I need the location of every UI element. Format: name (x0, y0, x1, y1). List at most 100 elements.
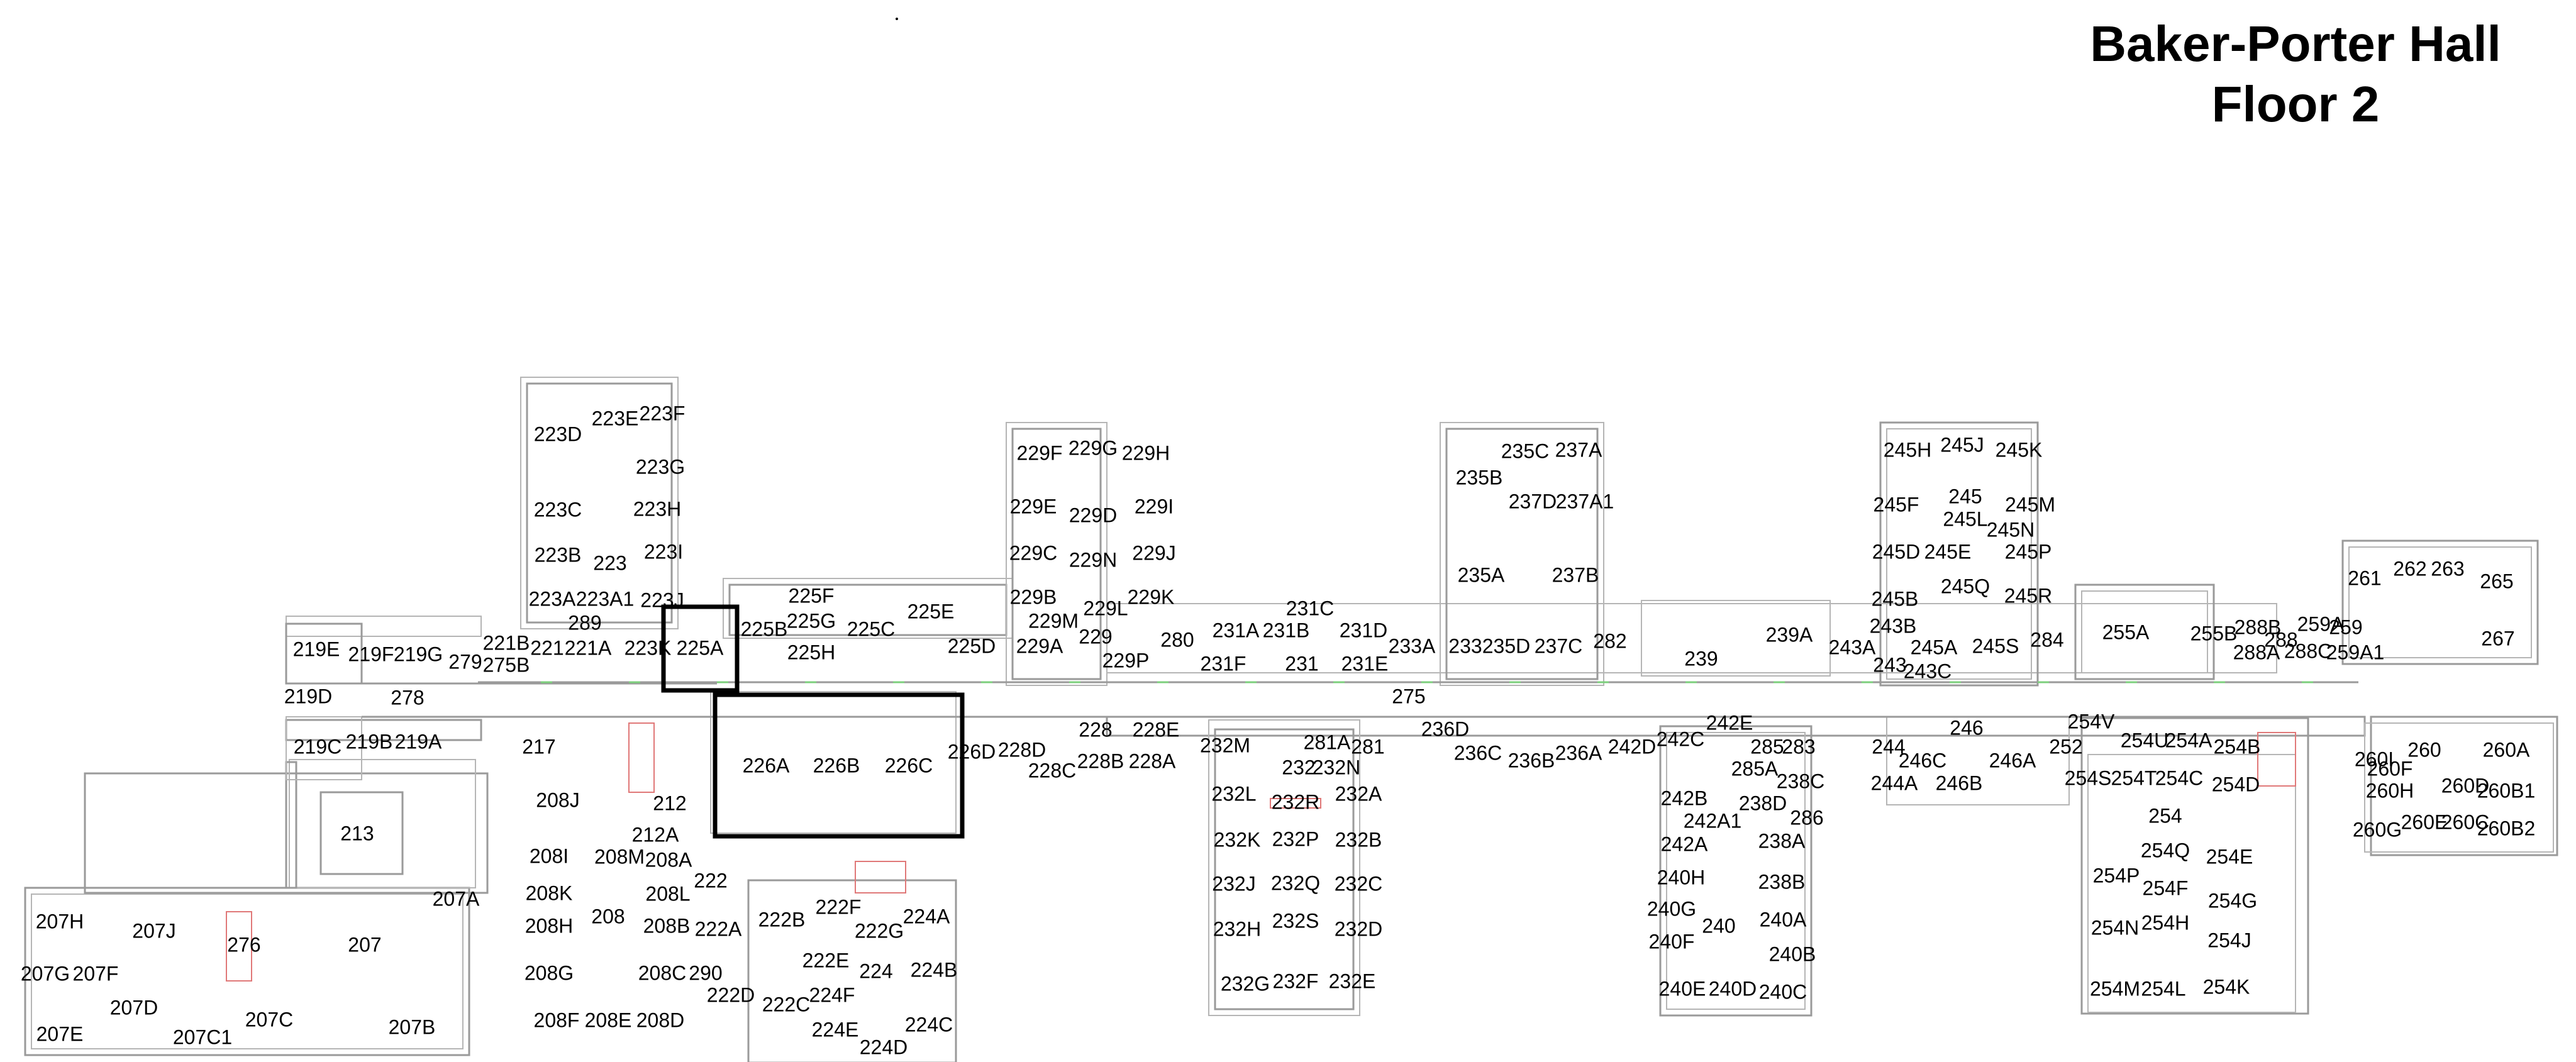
room-label[interactable]: 208I (530, 844, 569, 867)
room-label[interactable]: 254A (2165, 729, 2212, 751)
room-label[interactable]: 260 (2407, 738, 2441, 761)
room-label[interactable]: 207J (132, 919, 175, 942)
room-label[interactable]: 254D (2212, 773, 2260, 795)
room-label[interactable]: 236A (1555, 741, 1602, 764)
room-label[interactable]: 255A (2102, 621, 2150, 643)
room-label[interactable]: 259A (2297, 612, 2345, 635)
room-label[interactable]: 219E (293, 638, 340, 660)
room-label[interactable]: 229E (1010, 495, 1057, 517)
room-label[interactable]: 237C (1535, 634, 1583, 657)
room-label[interactable]: 221A (565, 636, 612, 659)
room-label[interactable]: 225C (847, 617, 896, 640)
room-label[interactable]: 232 (1282, 756, 1315, 778)
room-label[interactable]: 245D (1872, 540, 1921, 563)
room-label[interactable]: 231B (1263, 619, 1310, 641)
room-label[interactable]: 212A (632, 823, 679, 846)
room-label[interactable]: 244A (1871, 772, 1918, 794)
room-label[interactable]: 288 (2264, 628, 2297, 651)
room-label[interactable]: 228B (1077, 749, 1124, 772)
room-label[interactable]: 229B (1010, 585, 1057, 608)
room-label[interactable]: 254S (2065, 766, 2112, 789)
room-label[interactable]: 232K (1214, 828, 1261, 851)
room-label[interactable]: 226C (885, 754, 933, 777)
room-label[interactable]: 207C1 (173, 1026, 232, 1048)
room-label[interactable]: 219C (294, 735, 342, 758)
room-label[interactable]: 239A (1766, 623, 1813, 646)
room-label[interactable]: 226B (813, 754, 860, 777)
room-label[interactable]: 254H (2141, 911, 2190, 934)
room-label[interactable]: 207 (348, 933, 381, 956)
room-label[interactable]: 245N (1987, 518, 2035, 541)
room-label[interactable]: 208E (585, 1009, 632, 1031)
room-label[interactable]: 208J (536, 788, 579, 811)
room-label[interactable]: 246B (1936, 772, 1983, 794)
room-label[interactable]: 240 (1702, 914, 1735, 937)
room-label[interactable]: 243 (1873, 653, 1906, 676)
room-label[interactable]: 208C (638, 961, 687, 984)
room-label[interactable]: 260B1 (2477, 779, 2536, 802)
room-label[interactable]: 224C (905, 1013, 953, 1036)
room-label[interactable]: 260F (2367, 757, 2413, 780)
room-label[interactable]: 275B (483, 653, 530, 676)
room-label[interactable]: 254Q (2141, 839, 2190, 861)
room-label[interactable]: 213 (340, 822, 374, 844)
room-label[interactable]: 286 (1790, 806, 1823, 829)
room-label[interactable]: 219D (284, 685, 333, 707)
room-label[interactable]: 275 (1392, 685, 1425, 707)
room-label[interactable]: 229L (1083, 597, 1128, 619)
room-label[interactable]: 290 (689, 961, 722, 984)
room-label[interactable]: 245Q (1941, 575, 1990, 597)
room-label[interactable]: 255B (2190, 622, 2238, 644)
room-label[interactable]: 232E (1329, 970, 1376, 992)
room-label[interactable]: 229M (1028, 609, 1079, 632)
room-label[interactable]: 208D (636, 1009, 685, 1031)
room-label[interactable]: 243A (1829, 636, 1876, 658)
room-label[interactable]: 223I (644, 540, 683, 563)
room-label[interactable]: 223A1 (576, 587, 635, 610)
room-label[interactable]: 229H (1122, 441, 1170, 464)
room-label[interactable]: 242B (1661, 787, 1708, 809)
room-label[interactable]: 219G (394, 643, 443, 665)
room-label[interactable]: 231C (1286, 597, 1335, 619)
room-label[interactable]: 260A (2483, 738, 2530, 761)
room-label[interactable]: 223D (534, 423, 582, 445)
room-label[interactable]: 222D (707, 983, 755, 1006)
room-label[interactable]: 243B (1870, 614, 1917, 637)
room-label[interactable]: 288B (2235, 616, 2282, 638)
room-label[interactable]: 279 (448, 650, 482, 673)
room-label[interactable]: 229F (1017, 441, 1063, 464)
room-label[interactable]: 238A (1758, 829, 1806, 852)
room-label[interactable]: 240F (1649, 930, 1695, 953)
room-label[interactable]: 262 (2393, 557, 2426, 580)
room-label[interactable]: 232D (1335, 917, 1383, 940)
room-label[interactable]: 229I (1135, 495, 1174, 517)
room-label[interactable]: 208F (534, 1009, 580, 1031)
room-label[interactable]: 223 (593, 551, 626, 574)
room-label[interactable]: 267 (2481, 627, 2514, 650)
room-label[interactable]: 254 (2148, 804, 2182, 827)
room-label[interactable]: 254K (2203, 975, 2250, 998)
room-label[interactable]: 285A (1731, 757, 1779, 780)
room-label[interactable]: 232G (1221, 972, 1270, 995)
room-label[interactable]: 240B (1769, 943, 1816, 965)
room-label[interactable]: 225F (789, 584, 835, 607)
room-label[interactable]: 259A1 (2326, 641, 2385, 663)
room-label[interactable]: 254G (2208, 889, 2257, 912)
room-label[interactable]: 260C (2441, 810, 2490, 833)
room-label[interactable]: 222E (802, 949, 850, 971)
room-label[interactable]: 232F (1273, 970, 1319, 992)
room-label[interactable]: 232M (1200, 734, 1250, 756)
room-label[interactable]: 225E (908, 600, 955, 622)
room-label[interactable]: 223G (636, 455, 685, 478)
room-label[interactable]: 237A1 (1556, 490, 1614, 512)
room-label[interactable]: 238C (1777, 770, 1825, 792)
room-label[interactable]: 254P (2093, 864, 2140, 887)
room-label[interactable]: 245L (1943, 507, 1987, 530)
room-label[interactable]: 232C (1335, 872, 1383, 895)
room-label[interactable]: 240C (1759, 980, 1807, 1003)
room-label[interactable]: 208H (525, 914, 574, 937)
room-label[interactable]: 242E (1706, 711, 1753, 734)
room-label[interactable]: 260E (2401, 810, 2448, 833)
room-label[interactable]: 212 (653, 792, 686, 814)
room-label[interactable]: 260D (2441, 774, 2490, 797)
